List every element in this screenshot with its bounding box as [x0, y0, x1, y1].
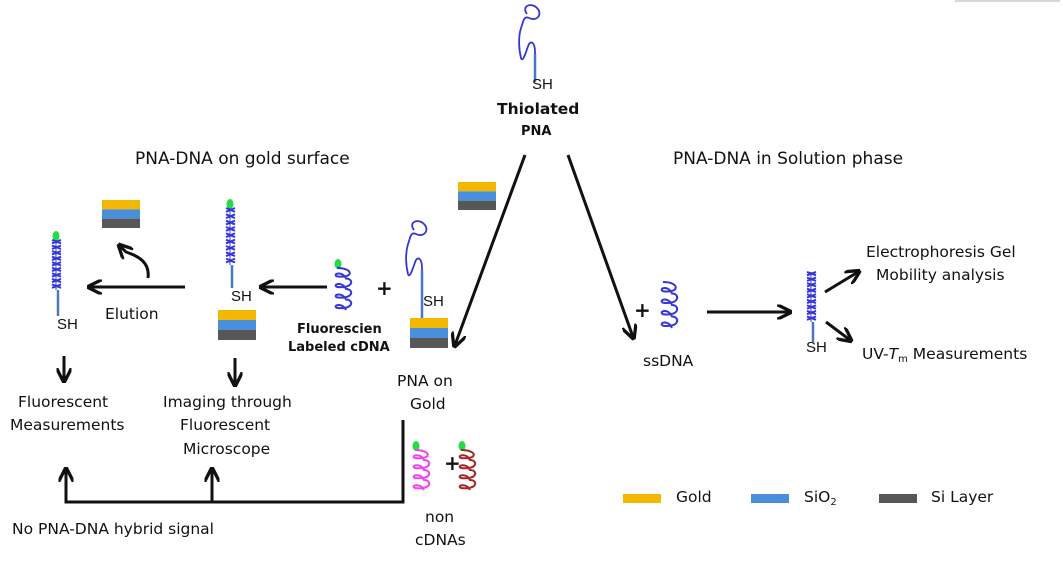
pna-label: PNA: [521, 124, 552, 139]
legend-label-si-layer: Si Layer: [931, 488, 994, 506]
uv-prefix: UV-: [862, 345, 889, 363]
pna-gold-chip: [410, 318, 448, 348]
thiolated-label: Thiolated: [497, 100, 580, 118]
si-layer: [458, 200, 496, 210]
sh-label-pna-gold: SH: [423, 293, 444, 310]
solution-hybrid: [806, 271, 817, 342]
hybrid-chip: [218, 310, 256, 340]
section-title-solution-phase: PNA-DNA in Solution phase: [673, 149, 904, 169]
sh-label-top: SH: [532, 76, 553, 93]
surface-hybrid: [225, 199, 236, 288]
uv-t: T: [888, 345, 899, 363]
noncdna-pink: [412, 441, 431, 491]
sio2-layer: [410, 328, 448, 338]
gold-layer: [218, 310, 256, 320]
fluorescein-tag: [52, 231, 60, 241]
fluorescein-tag: [334, 259, 342, 269]
si-layer: [218, 330, 256, 340]
fluorescein-tag: [458, 441, 466, 451]
fluorescein-tag: [226, 199, 234, 209]
dna-coil: [660, 281, 679, 329]
fluorescent-measurements-line2: Measurements: [10, 416, 125, 434]
pna-strand: [405, 220, 428, 318]
legend-swatch-si: [879, 494, 917, 503]
legend-label-sio2-text: SiO: [804, 488, 831, 506]
fluorescein-tag: [412, 441, 420, 451]
gold-layer: [458, 182, 496, 192]
legend-label-sio2-sub: 2: [830, 497, 837, 508]
plus-sign-noncdna: +: [444, 451, 461, 475]
eluted-hybrid: [51, 231, 62, 316]
arrow-to-electrophoresis: [824, 272, 858, 294]
pna-on-gold-line2: Gold: [410, 395, 446, 413]
si-layer: [102, 218, 140, 228]
no-hybrid-signal-label: No PNA-DNA hybrid signal: [12, 520, 214, 538]
free-chip: [458, 182, 496, 210]
imaging-line2: Fluorescent: [180, 416, 271, 434]
sh-label-solution: SH: [806, 339, 827, 356]
dna-coil: [412, 449, 431, 491]
pna-on-gold: [405, 220, 428, 318]
imaging-line1: Imaging through: [163, 393, 292, 411]
fluorescent-measurements-line1: Fluorescent: [18, 393, 109, 411]
arrow-elution-release: [120, 246, 150, 279]
ssdna: [660, 281, 679, 329]
si-layer: [410, 338, 448, 348]
sh-label-hybrid-chip: SH: [231, 288, 252, 305]
uv-suffix: Measurements: [907, 345, 1028, 363]
sio2-layer: [102, 209, 140, 219]
non-cdna-line1: non: [425, 508, 455, 526]
dna-coil: [458, 449, 477, 491]
electrophoresis-line2: Mobility analysis: [876, 266, 1005, 284]
legend-label-sio2: SiO2: [804, 488, 837, 510]
eluted-chip: [102, 200, 140, 228]
uv-sub: m: [898, 354, 908, 365]
ssdna-label: ssDNA: [643, 352, 694, 370]
dna-coil: [334, 267, 353, 311]
arrow-no-signal-to-measurements: [66, 420, 405, 504]
sio2-layer: [458, 191, 496, 201]
arrow-to-solution: [566, 154, 633, 337]
electrophoresis-line1: Electrophoresis Gel: [866, 243, 1016, 261]
sio2-layer: [218, 320, 256, 330]
arrow-to-pna-on-gold: [455, 154, 527, 345]
imaging-line3: Microscope: [183, 440, 271, 458]
top-edge-line: [955, 0, 1060, 2]
section-title-gold-surface: PNA-DNA on gold surface: [135, 149, 350, 169]
sh-label-eluted: SH: [57, 316, 78, 333]
gold-layer: [102, 200, 140, 210]
gold-layer: [410, 318, 448, 328]
noncdna-brown: [458, 441, 477, 491]
legend-swatch-sio2: [751, 494, 789, 503]
plus-sign-left: +: [376, 276, 393, 300]
uv-tm-measurements-label: UV-Tm Measurements: [862, 345, 1027, 367]
pna-strand: [518, 4, 541, 82]
fluorescein-cdna: [334, 259, 353, 311]
elution-label: Elution: [105, 305, 159, 323]
fluorescein-label-line1: Fluorescien: [297, 322, 382, 337]
pna-on-gold-line1: PNA on: [397, 372, 453, 390]
legend-swatch-gold: [623, 494, 661, 503]
legend-label-gold: Gold: [676, 488, 712, 506]
non-cdna-line2: cDNAs: [415, 531, 466, 549]
fluorescein-label-line2: Labeled cDNA: [288, 340, 390, 355]
thiolated-pna-top: [518, 4, 541, 82]
plus-sign-right: +: [634, 298, 651, 322]
arrow-to-uv-tm: [825, 320, 850, 340]
